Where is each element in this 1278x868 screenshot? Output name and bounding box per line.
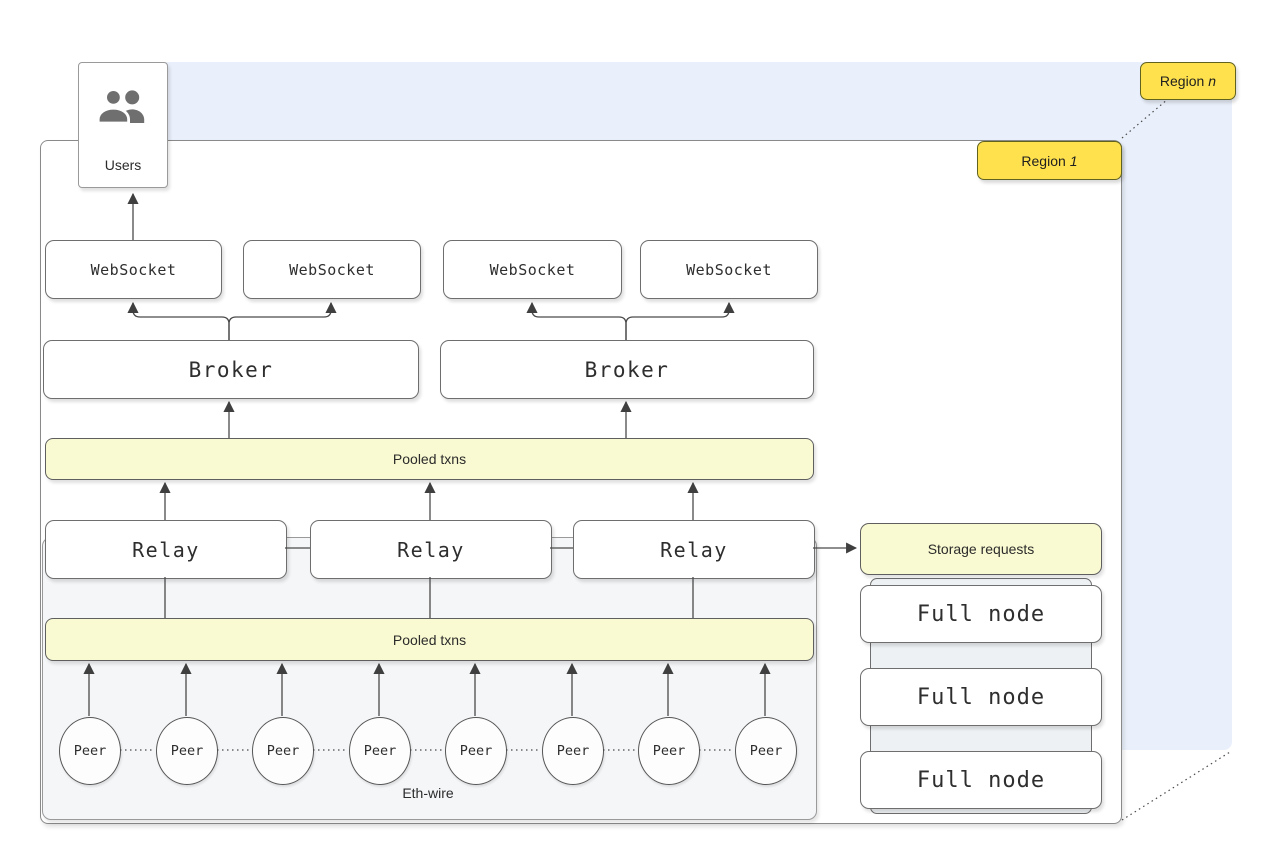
peer-node-7: Peer [638,717,700,785]
peer-label: Peer [363,743,397,759]
relay-label: Relay [660,537,728,562]
full-node-label: Full node [916,601,1046,627]
storage-requests-label: Storage requests [927,541,1035,557]
peer-node-6: Peer [542,717,604,785]
full-node-2: Full node [860,668,1102,726]
eth-wire-label: Eth-wire [402,785,454,801]
peer-label: Peer [459,743,493,759]
region-1-tag-index: 1 [1069,152,1078,169]
pooled-txns-top-bar: Pooled txns [45,438,814,480]
websocket-label: WebSocket [90,260,177,279]
websocket-label: WebSocket [489,260,576,279]
websocket-label: WebSocket [289,260,375,279]
relay-node-2: Relay [310,520,552,579]
relay-node-1: Relay [45,520,287,579]
broker-node-2: Broker [440,340,814,399]
full-node-label: Full node [916,684,1046,710]
peer-label: Peer [266,743,300,759]
broker-label: Broker [584,357,670,382]
peer-label: Peer [170,743,204,759]
pooled-txns-label: Pooled txns [392,631,467,648]
pooled-txns-label: Pooled txns [392,451,467,467]
peer-node-1: Peer [59,717,121,785]
peer-node-4: Peer [349,717,411,785]
region-1-tag-text: Region [1021,152,1066,169]
broker-node-1: Broker [43,340,419,399]
websocket-node-1: WebSocket [45,240,222,299]
peer-label: Peer [556,743,590,759]
websocket-label: WebSocket [686,260,772,279]
eth-wire-panel [42,537,817,820]
websocket-node-4: WebSocket [640,240,818,299]
broker-label: Broker [188,357,274,382]
peer-node-8: Peer [735,717,797,785]
full-node-1: Full node [860,585,1102,643]
peer-label: Peer [73,743,107,759]
full-node-3: Full node [860,751,1102,809]
peer-label: Peer [749,743,783,759]
websocket-node-2: WebSocket [243,240,421,299]
users-label: Users [104,157,142,173]
peer-label: Peer [652,743,686,759]
users-icon [95,85,151,134]
region-n-tag-index: n [1208,73,1217,89]
peer-node-2: Peer [156,717,218,785]
users-box: Users [78,62,168,188]
peer-node-5: Peer [445,717,507,785]
full-node-label: Full node [916,767,1046,793]
pooled-txns-bottom-bar: Pooled txns [45,618,814,661]
peer-node-3: Peer [252,717,314,785]
relay-label: Relay [397,537,465,562]
websocket-node-3: WebSocket [443,240,622,299]
region-n-tag-text: Region [1159,73,1205,89]
relay-node-3: Relay [573,520,815,579]
storage-requests-box: Storage requests [860,523,1102,575]
relay-label: Relay [132,537,200,562]
